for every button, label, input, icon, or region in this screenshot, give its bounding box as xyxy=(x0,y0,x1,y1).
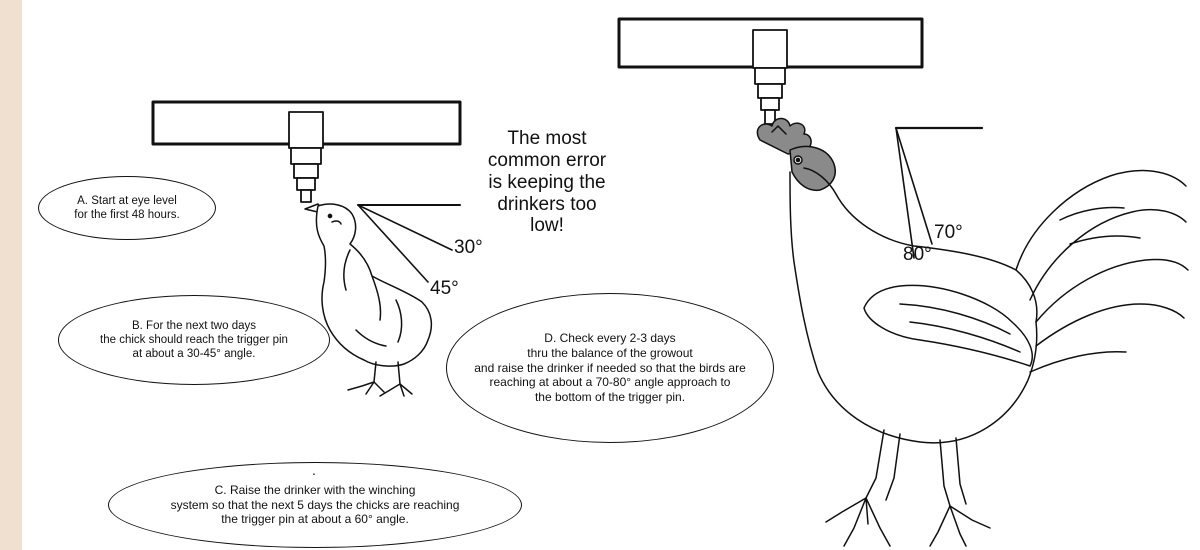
note-check-every-days-text: D. Check every 2-3 days thru the balance… xyxy=(474,331,746,404)
note-raise-drinker: C. Raise the drinker with the winching s… xyxy=(108,462,522,548)
note-next-two-days-text: B. For the next two days the chick shoul… xyxy=(100,319,288,360)
chick-nipple-housing xyxy=(288,111,324,149)
stray-dot: . xyxy=(312,462,316,478)
rooster-nipple-body xyxy=(754,67,786,85)
rooster-nipple-housing xyxy=(752,29,788,69)
common-error-callout: The most common error is keeping the dri… xyxy=(487,128,607,237)
chick-trigger-pin xyxy=(300,189,312,203)
rooster-angle-lines xyxy=(894,126,984,259)
note-eye-level-text: A. Start at eye level for the first 48 h… xyxy=(74,194,180,221)
chick-angle-lines xyxy=(357,204,461,283)
note-eye-level: A. Start at eye level for the first 48 h… xyxy=(38,176,216,240)
note-check-every-days: D. Check every 2-3 days thru the balance… xyxy=(446,293,774,443)
chick-nipple-body xyxy=(290,147,322,165)
angle-label-70: 70° xyxy=(934,222,963,243)
rooster-illustration xyxy=(756,117,1189,547)
side-strip xyxy=(0,0,22,550)
chick-drinker xyxy=(151,100,462,203)
note-next-two-days: B. For the next two days the chick shoul… xyxy=(58,295,330,385)
angle-label-45: 45° xyxy=(430,278,459,299)
chick-illustration xyxy=(304,203,433,397)
angle-label-30: 30° xyxy=(454,237,483,258)
rooster-drinker xyxy=(617,17,924,125)
note-raise-drinker-text: C. Raise the drinker with the winching s… xyxy=(170,483,460,527)
angle-label-80: 80° xyxy=(903,244,932,265)
